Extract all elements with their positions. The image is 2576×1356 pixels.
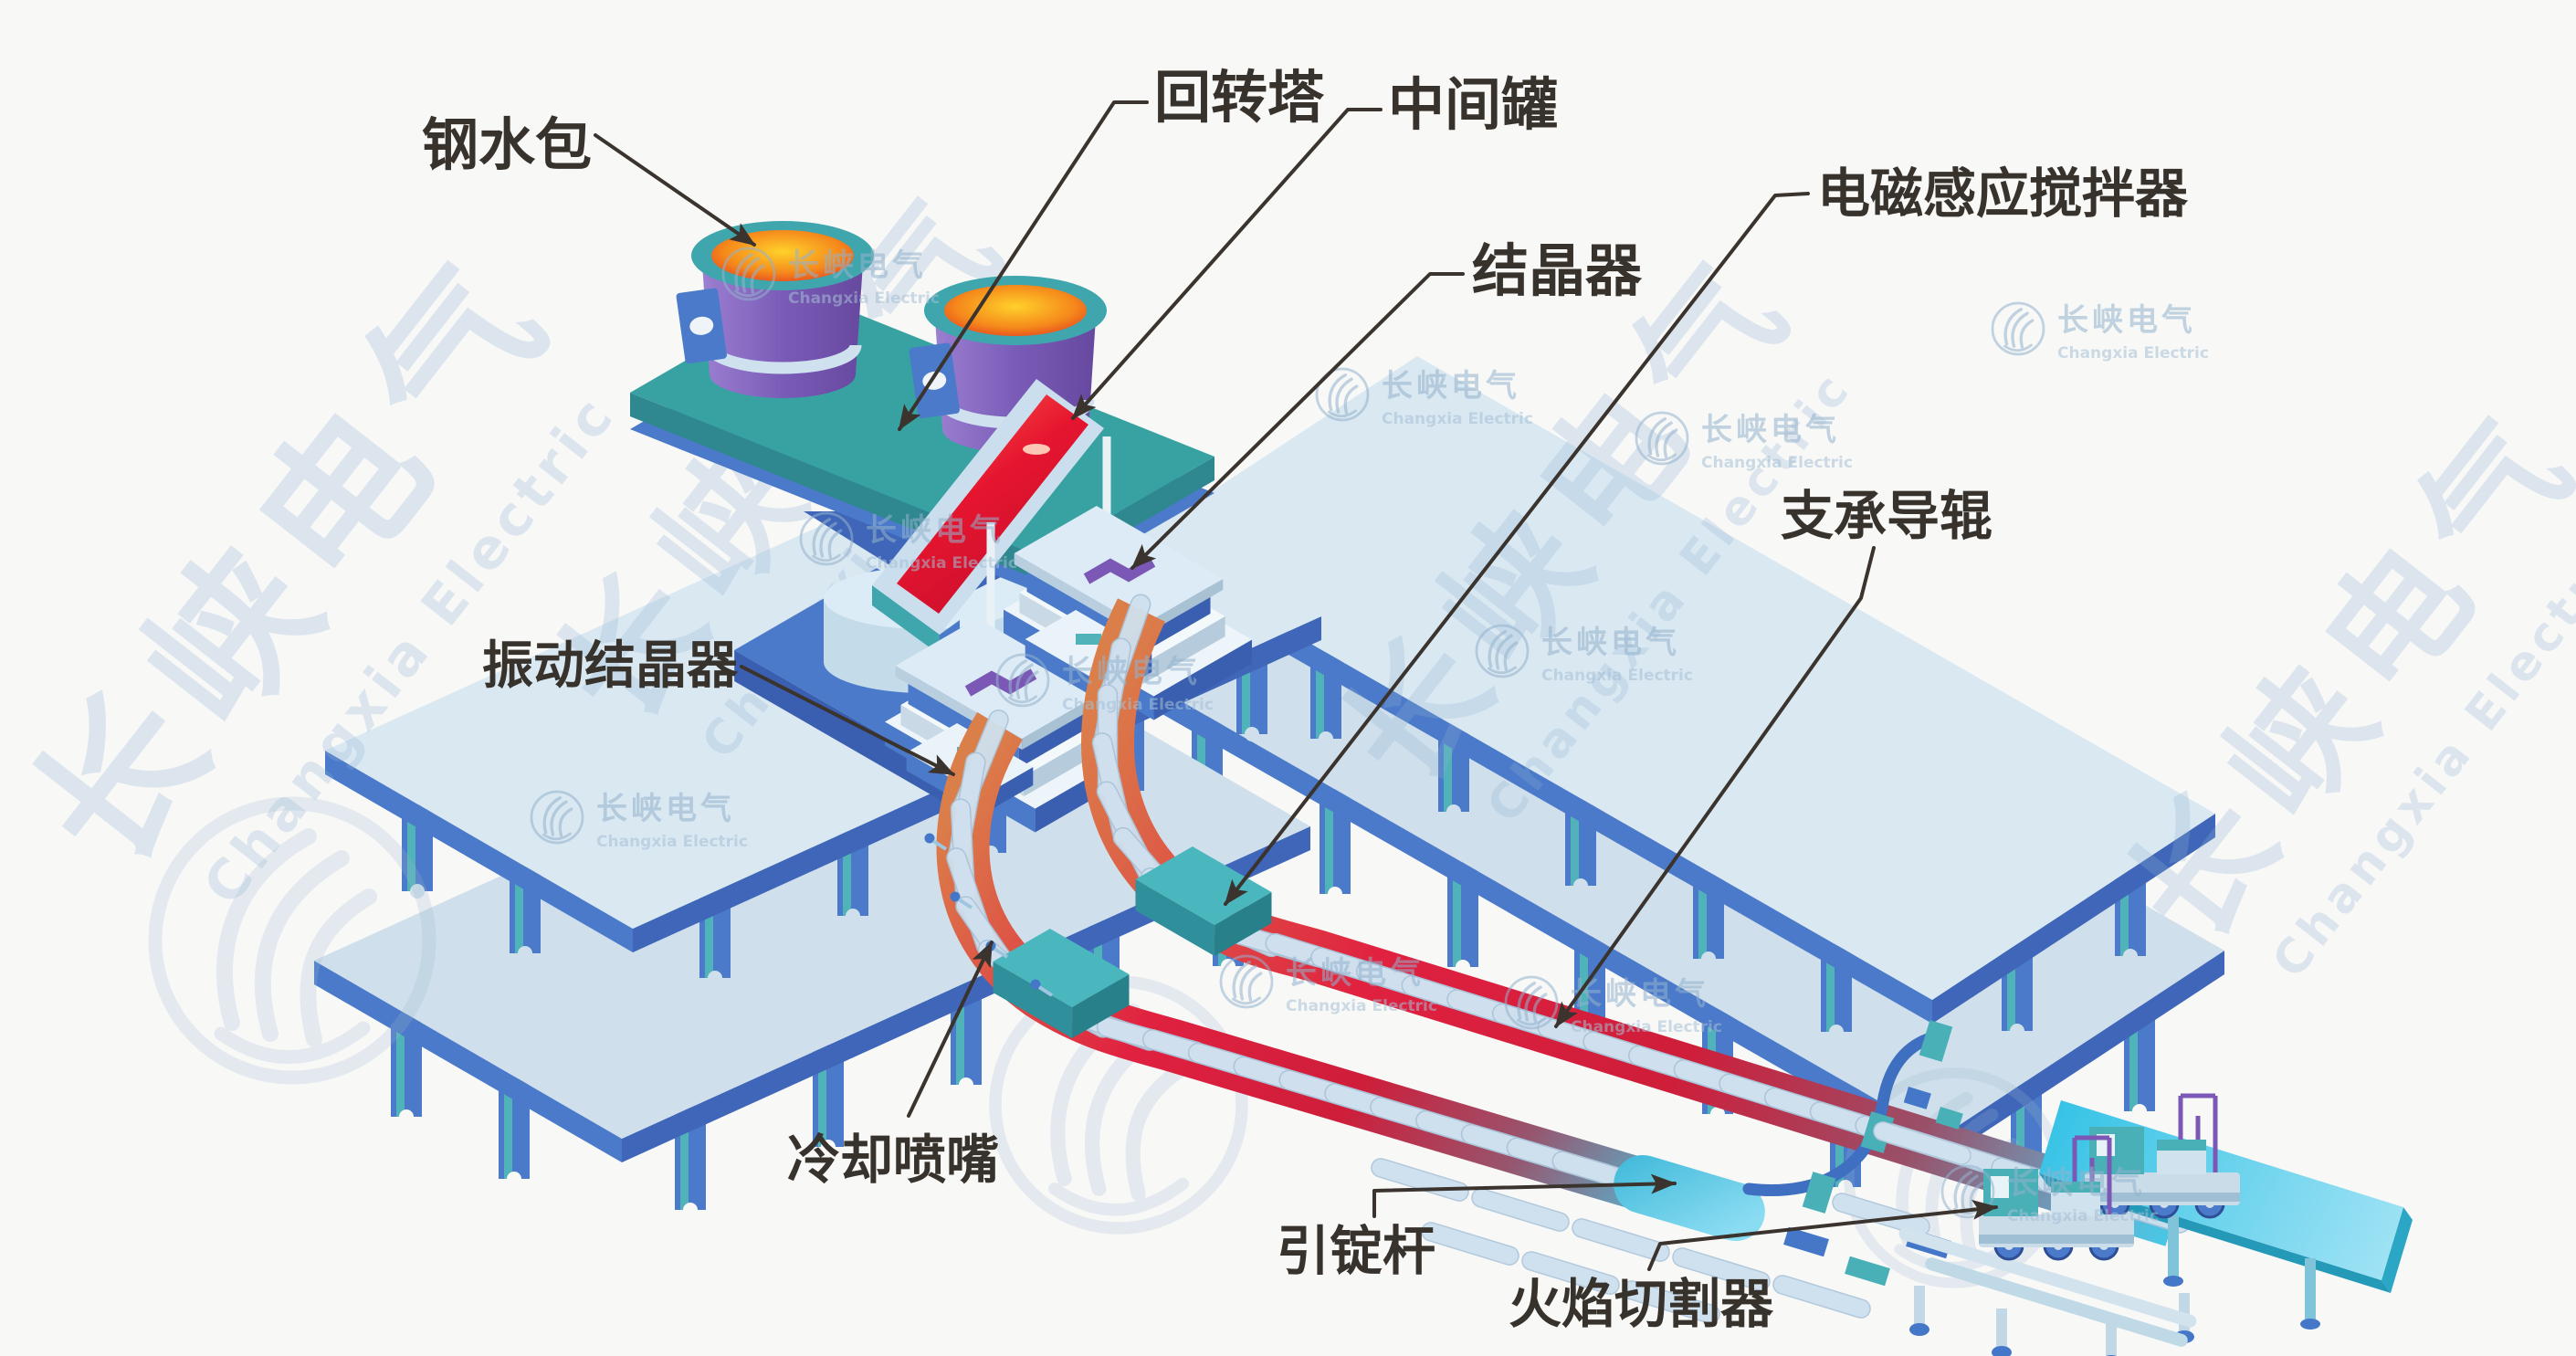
leader-ems: [1224, 192, 1810, 906]
tundish: [872, 379, 1104, 655]
watermark-badge: 长峡电气 Changxia Electric: [1475, 624, 1693, 685]
watermark-badge: 长峡电气 Changxia Electric: [1940, 1164, 2159, 1225]
badge-cn-text: 长峡电气: [1701, 412, 1840, 448]
badge-en-text: Changxia Electric: [1286, 997, 1437, 1015]
leader-mold: [1130, 272, 1465, 570]
label-mold: 结晶器: [1472, 237, 1643, 304]
badge-en-text: Changxia Electric: [2057, 344, 2209, 363]
watermark-badge: 长峡电气 Changxia Electric: [1219, 954, 1437, 1015]
flame-cutter-trolley: [1979, 1135, 2134, 1261]
badge-cn-text: 长峡电气: [1062, 654, 1201, 690]
cooling-nozzle: [950, 891, 973, 909]
watermark-badge: 长峡电气 Changxia Electric: [1315, 367, 1533, 428]
chain-plate: [1845, 1256, 1890, 1287]
watermark-badge: 长峡电气 Changxia Electric: [721, 247, 940, 308]
dummy-bar-link: [1919, 1020, 1953, 1062]
cutter-approach-box: [1903, 1087, 1931, 1109]
machinery-layer: [630, 221, 2413, 1356]
badge-cn-text: 长峡电气: [2007, 1165, 2146, 1202]
badge-en-text: Changxia Electric: [1062, 696, 1214, 714]
badge-en-text: Changxia Electric: [2007, 1207, 2159, 1225]
ems-stirrer-inner: [993, 929, 1130, 1038]
badge-cn-text: 长峡电气: [2057, 302, 2196, 339]
watermark-badge: 长峡电气 Changxia Electric: [1635, 411, 1853, 472]
badge-cn-text: 长峡电气: [866, 512, 1004, 549]
badge-en-text: Changxia Electric: [1571, 1018, 1722, 1036]
watermark-badge: 长峡电气 Changxia Electric: [1504, 975, 1722, 1036]
label-cooling-nozzle: 冷却喷嘴: [787, 1129, 999, 1191]
loose-roller: [1622, 1280, 1720, 1324]
leader-lines: [594, 100, 1998, 1271]
badge-en-text: Changxia Electric: [866, 554, 1017, 573]
watermark-badge: 长峡电气 Changxia Electric: [995, 653, 1214, 714]
label-tundish: 中间罐: [1388, 71, 1558, 138]
loose-roller: [1772, 1275, 1871, 1319]
conveyor-trolley: [2085, 1093, 2240, 1219]
badge-cn-text: 长峡电气: [596, 791, 735, 827]
ladle-trunnion-plate: [676, 288, 727, 364]
loose-roller: [1832, 1193, 1930, 1236]
leader-turret: [898, 100, 1149, 431]
trolley-frame: [2072, 1135, 2112, 1214]
dummy-bar-link: [1802, 1172, 1836, 1214]
leader-cooling-nozzle: [907, 941, 994, 1118]
loose-roller: [1572, 1218, 1670, 1262]
badge-cn-text: 长峡电气: [1571, 976, 1709, 1013]
loose-roller: [1471, 1188, 1570, 1232]
leader-support-roller: [1554, 546, 1876, 1028]
chain-plate: [1783, 1226, 1829, 1257]
badge-cn-text: 长峡电气: [1541, 625, 1680, 661]
cooling-nozzle: [1030, 979, 1054, 997]
badge-en-text: Changxia Electric: [1701, 454, 1853, 472]
stream-splash: [1023, 444, 1050, 455]
badge-en-text: Changxia Electric: [1541, 667, 1693, 685]
label-ladle: 钢水包: [422, 111, 592, 178]
leader-ladle: [594, 133, 756, 247]
cutter-approach-box: [1935, 1107, 1963, 1130]
leader-vibrating-mold: [740, 665, 955, 776]
leader-flame-cutter: [1647, 1199, 1998, 1271]
cooling-nozzle: [924, 833, 948, 851]
label-ems: 电磁感应搅拌器: [1817, 163, 2189, 225]
watermark-badge: 长峡电气 Changxia Electric: [530, 790, 748, 851]
label-support-roller: 支承导辊: [1781, 485, 1992, 547]
loose-roller: [1873, 1121, 1971, 1165]
leader-tundish: [1071, 108, 1383, 420]
watermark-badges: 长峡电气 Changxia Electric 长峡电气 Changxia Electr…: [530, 247, 2209, 1225]
badge-en-text: Changxia Electric: [596, 833, 748, 851]
label-turret: 回转塔: [1154, 64, 1325, 131]
badge-cn-text: 长峡电气: [788, 247, 927, 284]
callout-labels: 钢水包 回转塔中间罐结晶器 电磁感应搅拌器支承导辊振动结晶器冷却喷嘴引锭杆火焰切割器: [422, 64, 2189, 1335]
cutter-bench: [1898, 1227, 2197, 1356]
leader-dummy-bar: [1372, 1173, 1677, 1218]
label-vibrating-mold: 振动结晶器: [482, 636, 739, 696]
watermark-badge: 长峡电气 Changxia Electric: [1991, 301, 2209, 363]
badge-en-text: Changxia Electric: [1382, 410, 1533, 428]
badge-cn-text: 长峡电气: [1286, 955, 1425, 992]
label-dummy-bar: 引锭杆: [1277, 1220, 1435, 1282]
trolley-frame: [2178, 1093, 2218, 1172]
right-platform-upper-deck: [1134, 356, 2215, 1024]
dummy-bar-chain: [1742, 1029, 1947, 1196]
mold-slot: [964, 668, 1037, 697]
badge-en-text: Changxia Electric: [788, 289, 940, 308]
badge-cn-text: 长峡电气: [1382, 368, 1520, 405]
loose-roller: [1421, 1222, 1519, 1266]
loose-roller: [1521, 1251, 1620, 1295]
watermark-badge: 长峡电气 Changxia Electric: [799, 511, 1017, 573]
label-flame-cutter: 火焰切割器: [1509, 1273, 1774, 1335]
loose-roller: [1672, 1247, 1771, 1291]
